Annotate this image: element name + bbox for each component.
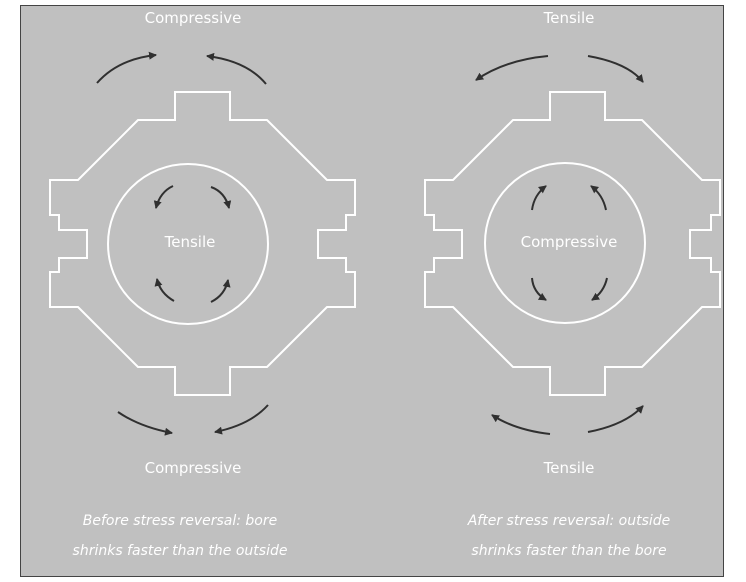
- left-bore-arrow-1: [153, 185, 174, 209]
- right-bore-arrow-1: [531, 185, 547, 211]
- left-top-arrow-1: [96, 51, 157, 84]
- left-outer-arrows: [96, 51, 269, 436]
- left-bottom-label: Compressive: [144, 459, 242, 477]
- diagram-frame: [20, 5, 724, 577]
- right-caption-line-2: shrinks faster than the bore: [471, 543, 667, 559]
- right-bore-arrow-4: [591, 277, 608, 301]
- right-caption: After stress reversal: outside shrinks f…: [468, 506, 671, 566]
- left-bottom-arrow-2: [214, 404, 269, 435]
- right-outer-arrows: [475, 55, 644, 435]
- left-bore-arrow-3: [154, 278, 175, 302]
- right-caption-line-1: After stress reversal: outside: [467, 513, 671, 529]
- left-caption-line-2: shrinks faster than the outside: [72, 543, 288, 559]
- left-bore-arrow-4: [210, 279, 231, 303]
- left-gear: [49, 51, 356, 436]
- right-top-arrow-1: [475, 55, 549, 81]
- right-bore-arrow-2: [590, 185, 607, 211]
- right-bore-arrows: [531, 185, 608, 301]
- left-gear-outline: [49, 91, 356, 396]
- right-bottom-arrow-1: [491, 414, 551, 435]
- left-bore-arrow-2: [210, 186, 232, 209]
- left-caption-line-1: Before stress reversal: bore: [82, 513, 278, 529]
- right-gear-outline: [424, 91, 721, 396]
- right-bore-label: Compressive: [520, 233, 618, 251]
- left-top-arrow-2: [206, 52, 267, 85]
- right-bore-circle: [484, 162, 646, 324]
- right-gear: [424, 55, 721, 435]
- right-bottom-arrow-2: [587, 405, 644, 433]
- right-bore-arrow-3: [531, 277, 547, 301]
- right-top-label: Tensile: [543, 9, 595, 27]
- right-top-arrow-2: [587, 55, 644, 83]
- left-bottom-arrow-1: [117, 411, 173, 436]
- left-bore-label: Tensile: [164, 233, 216, 251]
- right-bottom-label: Tensile: [543, 459, 595, 477]
- left-bore-arrows: [153, 185, 232, 303]
- left-caption: Before stress reversal: bore shrinks fas…: [73, 506, 288, 566]
- left-bore-circle: [107, 163, 269, 325]
- left-top-label: Compressive: [144, 9, 242, 27]
